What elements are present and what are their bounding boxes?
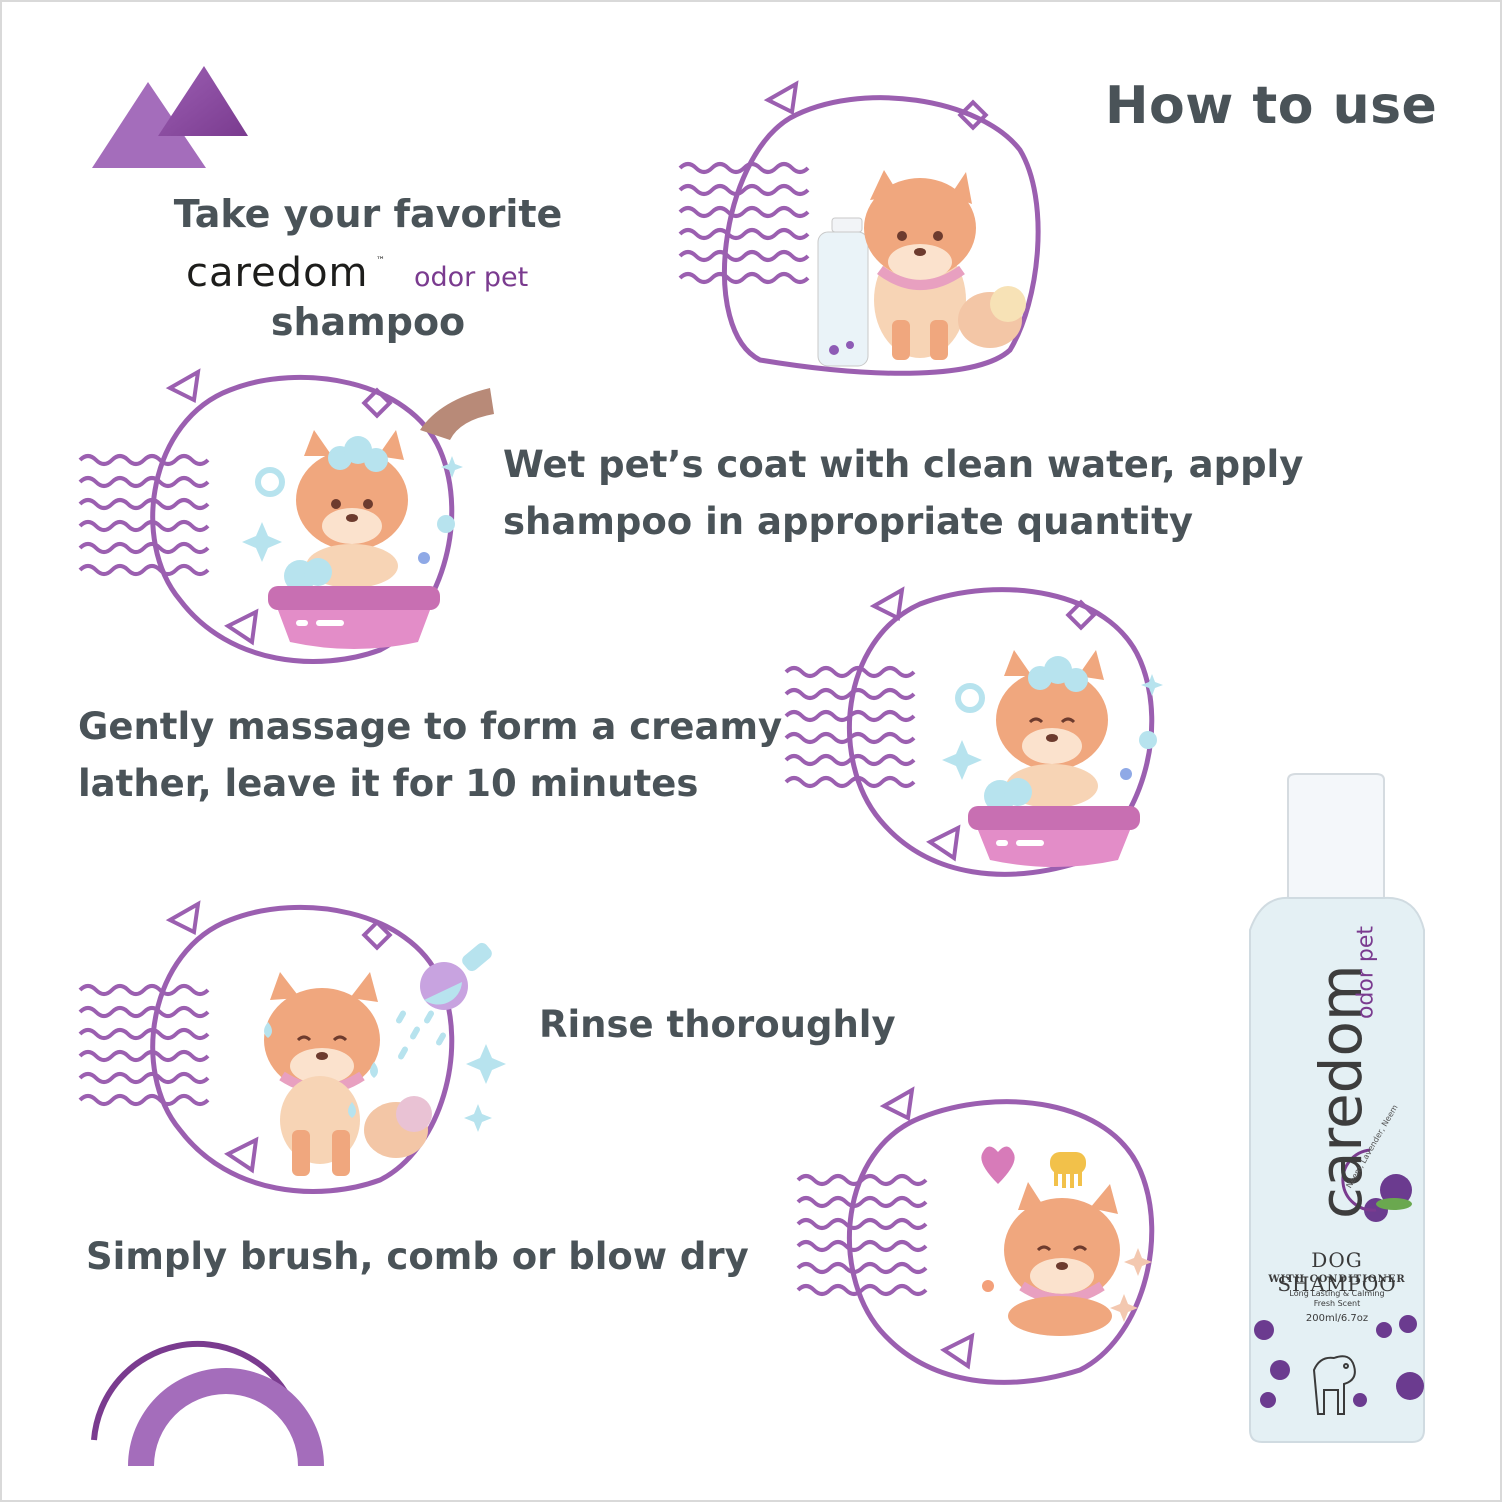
step-3-text: Gently massage to form a creamy lather, … bbox=[78, 698, 782, 812]
step-2-line-2: shampoo in appropriate quantity bbox=[503, 500, 1193, 543]
brand-logo-text: caredom bbox=[186, 250, 369, 296]
step-5-text: Simply brush, comb or blow dry bbox=[86, 1235, 749, 1278]
step-2-text: Wet pet’s coat with clean water, apply s… bbox=[503, 436, 1303, 550]
step-3-line-1: Gently massage to form a creamy bbox=[78, 705, 783, 748]
bottle-desc-2: Fresh Scent bbox=[1313, 1299, 1361, 1308]
step-1-line-2: shampoo bbox=[270, 300, 466, 344]
trademark-mark: ™ bbox=[376, 256, 385, 266]
step-2-line-1: Wet pet’s coat with clean water, apply bbox=[503, 443, 1304, 486]
bottle-desc-1: Long Lasting & Calming bbox=[1289, 1289, 1385, 1298]
arc-decoration bbox=[91, 1341, 324, 1466]
step-1-line-1: Take your favorite bbox=[173, 192, 563, 236]
dog-bath-icon bbox=[78, 368, 494, 664]
dog-comb-icon bbox=[796, 1086, 1155, 1385]
brand-sub-text: odor pet bbox=[414, 262, 529, 293]
bottle-brand-sub: odor pet bbox=[1353, 925, 1379, 1020]
page-title: How to use bbox=[1105, 76, 1438, 136]
bottle-tagline: WITH CONDITIONER bbox=[1268, 1274, 1406, 1285]
dog-bath-icon-2 bbox=[784, 586, 1163, 877]
step-3-line-2: lather, leave it for 10 minutes bbox=[78, 762, 699, 805]
bottle-product-name: DOG SHAMPOO bbox=[1277, 1248, 1397, 1296]
bottle-volume: 200ml/6.7oz bbox=[1305, 1313, 1369, 1324]
triangles-decoration bbox=[92, 66, 248, 168]
shampoo-bottle-image bbox=[1249, 773, 1425, 1443]
dog-rinse-icon bbox=[78, 900, 506, 1194]
step-4-text: Rinse thoroughly bbox=[539, 1003, 896, 1046]
dog-with-bottle-icon bbox=[678, 80, 1041, 376]
